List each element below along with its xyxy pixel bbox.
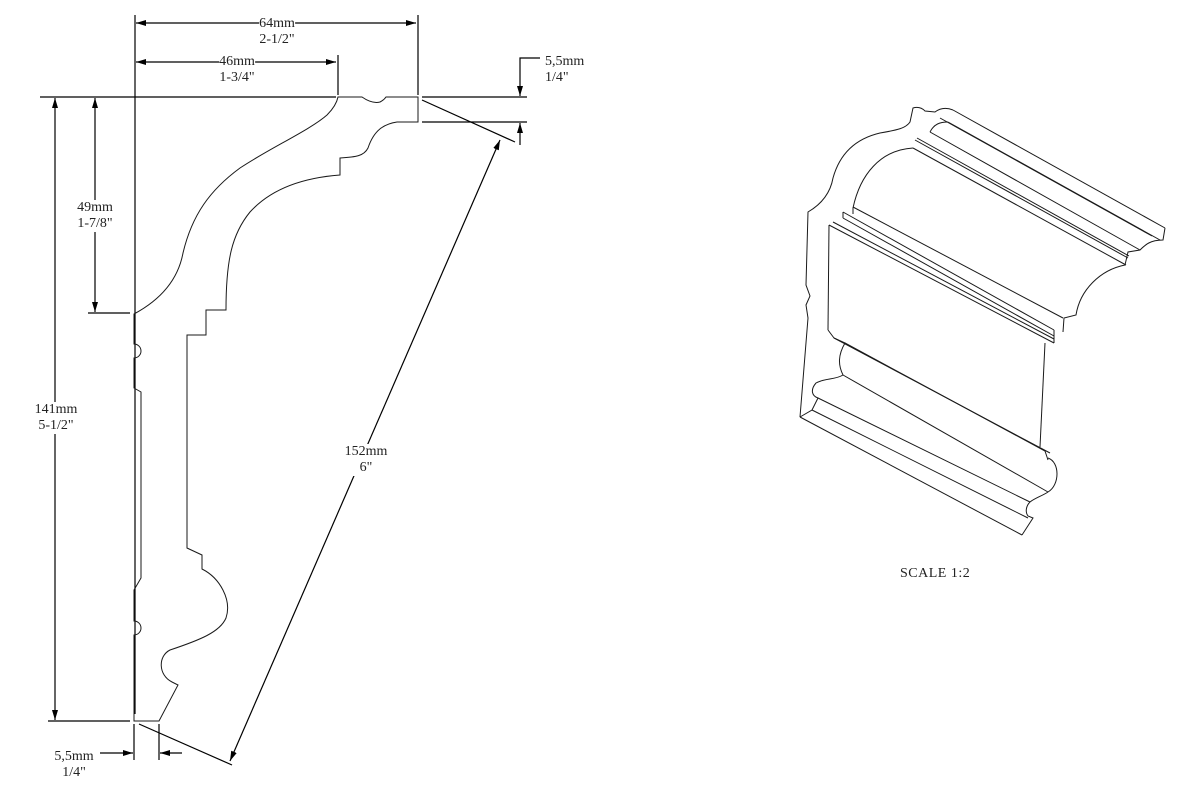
top-reach-mm: 46mm xyxy=(219,54,255,69)
extension-lines xyxy=(40,15,527,766)
molding-profile xyxy=(133,96,419,722)
overall-height-mm: 141mm xyxy=(34,402,78,417)
top-reach-inch: 1-3/4" xyxy=(219,70,255,85)
upper-height-label: 49mm 1-7/8" xyxy=(77,200,113,232)
upper-height-inch: 1-7/8" xyxy=(77,216,113,231)
overall-height-inch: 5-1/2" xyxy=(38,418,74,433)
bottom-offset-mm: 5,5mm xyxy=(54,749,94,764)
face-width-label: 152mm 6" xyxy=(344,444,388,476)
bottom-offset-label: 5,5mm 1/4" xyxy=(54,749,94,781)
top-offset-mm: 5,5mm xyxy=(545,54,585,69)
top-offset-inch: 1/4" xyxy=(545,70,569,85)
overall-width-mm: 64mm xyxy=(259,16,295,31)
bottom-offset-inch: 1/4" xyxy=(62,765,86,780)
overall-height-label: 141mm 5-1/2" xyxy=(34,402,78,434)
face-width-inch: 6" xyxy=(359,460,373,475)
top-reach-label: 46mm 1-3/4" xyxy=(219,54,255,86)
face-width-mm: 152mm xyxy=(344,444,388,459)
overall-width-inch: 2-1/2" xyxy=(259,32,295,47)
scale-label: SCALE 1:2 xyxy=(900,566,971,581)
dimension-lines xyxy=(52,20,540,762)
top-offset-label: 5,5mm 1/4" xyxy=(545,54,585,86)
isometric-view xyxy=(799,106,1166,536)
upper-height-mm: 49mm xyxy=(77,200,113,215)
overall-width-label: 64mm 2-1/2" xyxy=(259,16,295,48)
